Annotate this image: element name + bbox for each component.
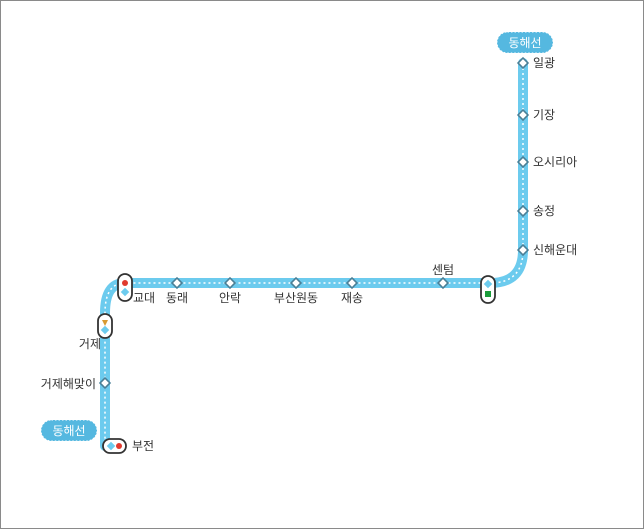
line-badge-label: 동해선 xyxy=(508,36,541,50)
station-gijang[interactable]: 기장 xyxy=(516,108,555,122)
station-anrak[interactable]: 안락 xyxy=(219,276,241,305)
station-songjeong[interactable]: 송정 xyxy=(516,204,555,218)
line-marker-donghae xyxy=(100,325,110,335)
station-osiria[interactable]: 오시리아 xyxy=(516,155,577,169)
route-line xyxy=(100,58,528,451)
line-marker-donghae xyxy=(106,441,116,451)
line-marker-donghae xyxy=(483,279,493,289)
station-dongnae[interactable]: 동래 xyxy=(166,276,188,305)
station-geoje[interactable]: 거제 xyxy=(79,313,113,351)
station-label: 재송 xyxy=(341,291,363,305)
station-label: 거제해맞이 xyxy=(41,377,96,391)
station-sinhaeundae[interactable]: 신해운대 xyxy=(516,243,577,257)
station-label: 신해운대 xyxy=(533,243,577,257)
station-label: 부전 xyxy=(132,439,154,453)
line-marker-donghae xyxy=(120,287,130,297)
station-label: 교대 xyxy=(133,291,155,305)
station-gyodae[interactable]: 교대 xyxy=(117,273,155,305)
station-label: 거제 xyxy=(79,337,101,351)
line-badge-north[interactable]: 동해선 xyxy=(496,31,554,54)
station-label: 송정 xyxy=(533,204,555,218)
station-busanwondong[interactable]: 부산원동 xyxy=(274,276,318,305)
station-label: 동래 xyxy=(166,291,188,305)
station-label: 일광 xyxy=(533,56,555,70)
station-centum[interactable]: 센텀 xyxy=(432,263,454,290)
line-badge-south[interactable]: 동해선 xyxy=(40,419,98,442)
line-marker-line3 xyxy=(102,320,108,326)
station-bujeon[interactable]: 부전 xyxy=(102,438,154,454)
station-geojehaemaji[interactable]: 거제해맞이 xyxy=(41,376,112,391)
station-bexco[interactable] xyxy=(480,275,496,304)
station-label: 안락 xyxy=(219,291,241,305)
station-jaesong[interactable]: 재송 xyxy=(341,276,363,305)
station-label: 부산원동 xyxy=(274,291,318,305)
station-label: 기장 xyxy=(533,108,555,122)
station-label: 센텀 xyxy=(432,263,454,277)
station-ilgwang[interactable]: 일광 xyxy=(516,56,555,70)
line-marker-line1 xyxy=(122,280,128,286)
line-marker-line2 xyxy=(485,291,491,297)
station-label: 오시리아 xyxy=(533,155,577,169)
line-marker-line1 xyxy=(116,443,122,449)
line-badge-label: 동해선 xyxy=(52,424,85,438)
route-line-dots xyxy=(104,63,524,446)
